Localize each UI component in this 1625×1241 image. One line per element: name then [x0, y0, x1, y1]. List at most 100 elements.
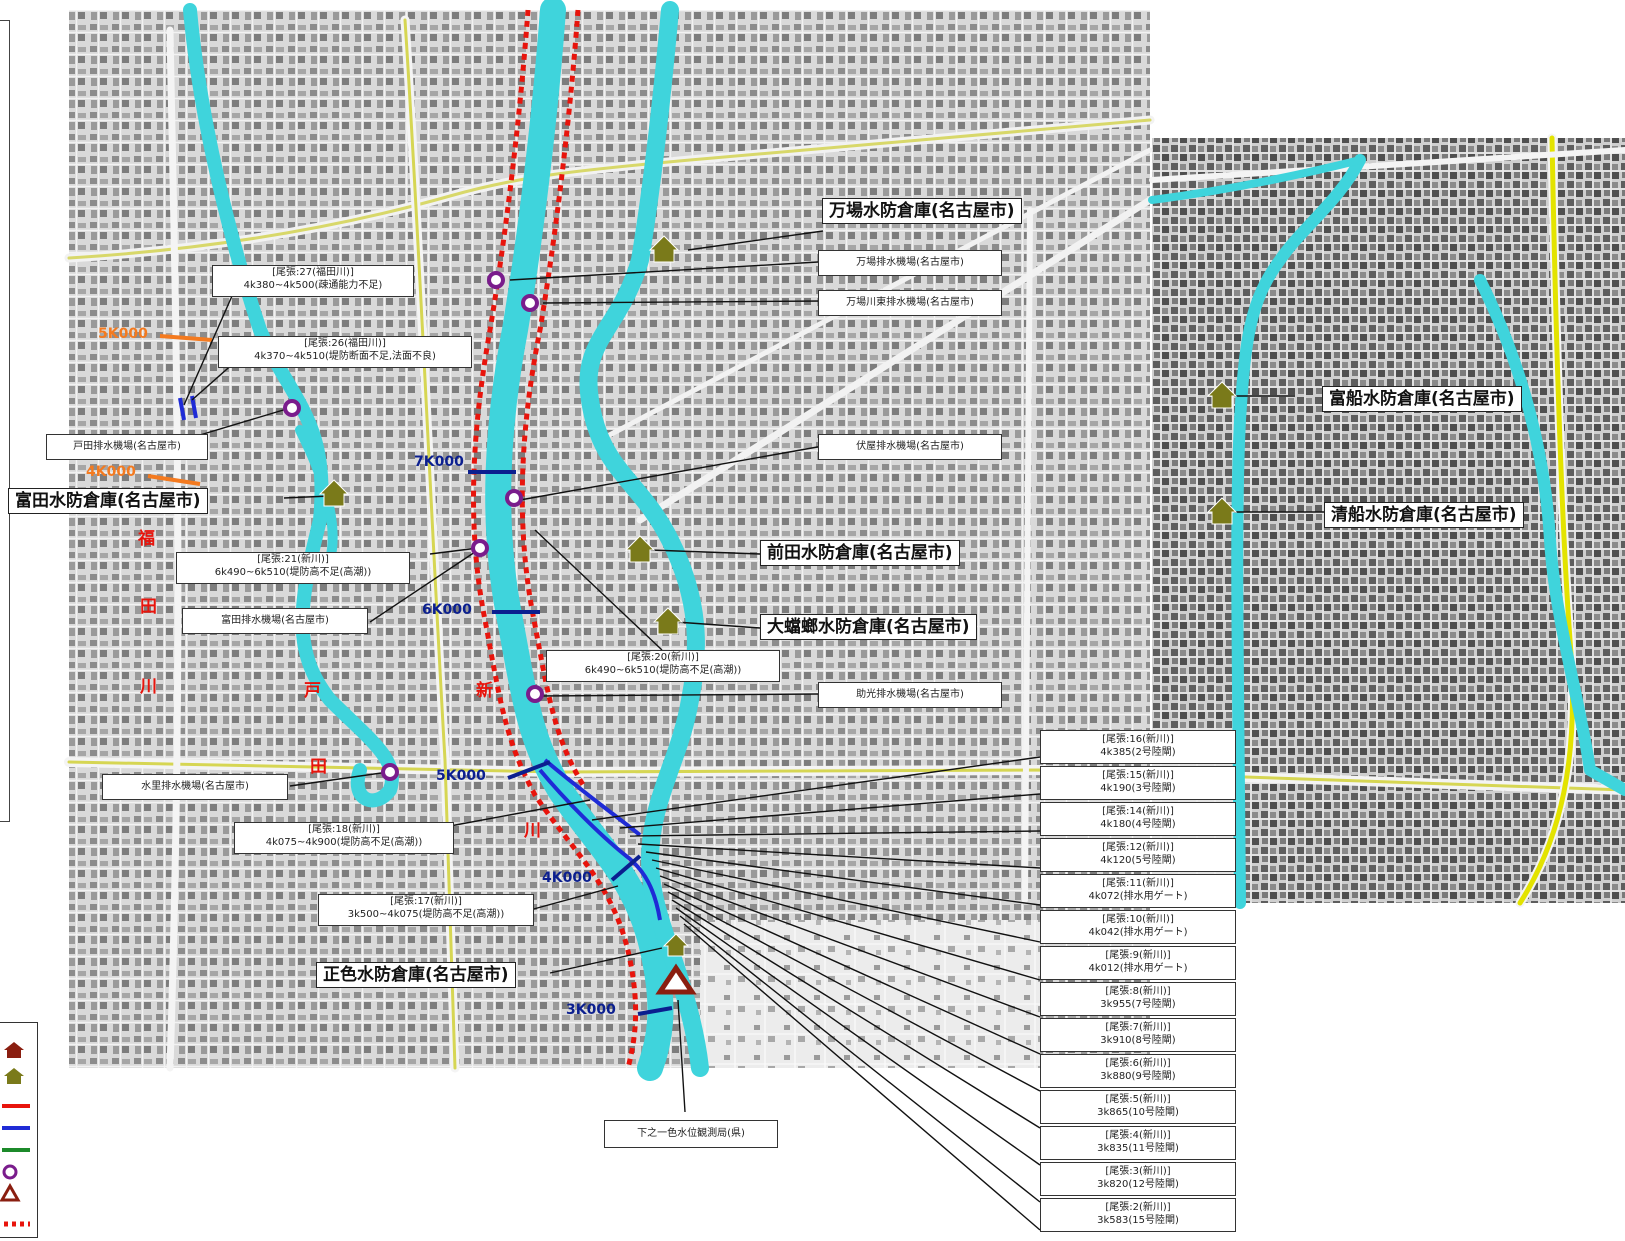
point-title: [尾張:26(福田川)]: [304, 338, 386, 349]
gate-label-4: [尾張:4(新川)] 3k835(11号陸閘): [1040, 1126, 1236, 1160]
point-title: [尾張:21(新川)]: [257, 554, 329, 565]
pump-icons: [283, 271, 544, 781]
gate-label-11: [尾張:11(新川)]4k072(排水用ゲート): [1040, 874, 1236, 908]
reach-label-fukuda-3: 川: [140, 677, 157, 697]
point-label-18: [尾張:18(新川)] 4k075~4k900(堤防高不足(高潮)): [234, 822, 454, 854]
gate-label-14: [尾張:14(新川)] 4k180(4号陸閘): [1040, 802, 1236, 836]
levee-sections: [538, 758, 662, 921]
point-title: [尾張:18(新川)]: [308, 824, 380, 835]
pump-icon: [521, 294, 539, 312]
gate-title: [尾張:7(新川)]: [1105, 1022, 1171, 1033]
gate-detail: 4k012(排水用ゲート): [1088, 963, 1188, 974]
warehouse-label-shoushiki: 正色水防倉庫(名古屋市): [316, 962, 516, 988]
warehouse-label-okaniya: 大蟷螂水防倉庫(名古屋市): [760, 614, 977, 640]
warehouse-label-maeda: 前田水防倉庫(名古屋市): [760, 540, 960, 566]
pump-label-tomita: 富田排水機場(名古屋市): [182, 608, 368, 634]
reach-label-toda-2: 田: [310, 757, 327, 777]
km-marker-3k000: 3K000: [566, 1002, 616, 1018]
point-detail: 6k490~6k510(堤防高不足(高潮)): [214, 567, 372, 578]
km-marker-6k000: 6K000: [422, 602, 472, 618]
pump-icon: [283, 399, 301, 417]
gate-title: [尾張:4(新川)]: [1105, 1130, 1171, 1141]
gate-detail: 3k583(15号陸閘): [1097, 1215, 1179, 1226]
point-detail: 3k500~4k075(堤防高不足(高潮)): [347, 909, 505, 920]
point-detail: 4k380~4k500(疎通能力不足): [243, 280, 383, 291]
gate-title: [尾張:3(新川)]: [1105, 1166, 1171, 1177]
gate-detail: 3k835(11号陸閘): [1097, 1143, 1179, 1154]
km-ticks: [147, 334, 673, 1016]
gate-title: [尾張:15(新川)]: [1102, 770, 1174, 781]
point-label-27: [尾張:27(福田川)] 4k380~4k500(疎通能力不足): [212, 265, 414, 297]
pump-label-fushiya: 伏屋排水機場(名古屋市): [818, 434, 1002, 460]
gate-label-16: [尾張:16(新川)]4k385(2号陸閘): [1040, 730, 1236, 764]
warehouse-icon: [648, 235, 680, 263]
gate-label-9: [尾張:9(新川)]4k012(排水用ゲート): [1040, 946, 1236, 980]
legend-swatches: [0, 1042, 30, 1227]
warehouse-label-tomifune: 富船水防倉庫(名古屋市): [1322, 386, 1522, 412]
gate-detail: 4k120(5号陸閘): [1100, 855, 1176, 866]
nakagawa-canal: [1231, 154, 1366, 909]
warehouse-icon: [624, 535, 656, 563]
pump-label-toda: 戸田排水機場(名古屋市): [46, 434, 208, 460]
gate-label-5: [尾張:5(新川)] 3k865(10号陸閘): [1040, 1090, 1236, 1124]
gate-title: [尾張:8(新川)]: [1105, 986, 1171, 997]
point-label-21: [尾張:21(新川)] 6k490~6k510(堤防高不足(高潮)): [176, 552, 410, 584]
toda-river: [183, 3, 399, 808]
reach-label-shin-2: 川: [524, 821, 541, 841]
gate-label-7: [尾張:7(新川)]3k910(8号陸閘): [1040, 1018, 1236, 1052]
rivers: [183, 0, 1625, 1081]
gate-detail: 3k955(7号陸閘): [1100, 999, 1176, 1010]
gate-detail: 4k180(4号陸閘): [1100, 819, 1176, 830]
pump-label-manba-east: 万場川東排水機場(名古屋市): [818, 290, 1002, 316]
point-label-26: [尾張:26(福田川)] 4k370~4k510(堤防断面不足,法面不良): [218, 336, 472, 368]
gauge-icon: [655, 963, 697, 995]
gate-detail: 3k865(10号陸閘): [1097, 1107, 1179, 1118]
gate-label-2: [尾張:2(新川)] 3k583(15号陸閘): [1040, 1198, 1236, 1232]
point-label-20: [尾張:20(新川)] 6k490~6k510(堤防高不足(高潮)): [546, 650, 780, 682]
gate-detail: 4k385(2号陸閘): [1100, 747, 1176, 758]
warehouse-label-kiyofune: 清船水防倉庫(名古屋市): [1324, 502, 1524, 528]
gate-title: [尾張:2(新川)]: [1105, 1202, 1171, 1213]
gate-detail: 3k820(12号陸閘): [1097, 1179, 1179, 1190]
warehouse-icon: [1206, 497, 1238, 525]
km-marker-5k000: 5K000: [436, 768, 486, 784]
point-detail: 6k490~6k510(堤防高不足(高潮)): [584, 665, 742, 676]
reach-label-fukuda-2: 田: [140, 597, 157, 617]
gate-title: [尾張:12(新川)]: [1102, 842, 1174, 853]
warehouse-label-tomita: 富田水防倉庫(名古屋市): [8, 488, 208, 514]
gate-detail: 4k042(排水用ゲート): [1088, 927, 1188, 938]
reach-label-fukuda-1: 福: [138, 529, 155, 549]
point-title: [尾張:20(新川)]: [627, 652, 699, 663]
km-marker-5k000-orange: 5K000: [98, 326, 148, 342]
pump-icon: [505, 489, 523, 507]
gauge-label: 下之一色水位観測局(県): [604, 1120, 778, 1148]
shonai-river: [579, 1, 709, 1077]
pump-icon: [381, 763, 399, 781]
km-marker-4k000-orange: 4K000: [86, 464, 136, 480]
km-marker-4k000: 4K000: [542, 870, 592, 886]
warehouse-icon: [1206, 381, 1238, 409]
pump-label-sukemitsu: 助光排水機場(名古屋市): [818, 682, 1002, 708]
warehouse-icons: [318, 235, 1238, 957]
east-channel: [1474, 274, 1625, 796]
legend-panel-bottom: [0, 1022, 38, 1238]
warehouse-icon: [662, 933, 690, 957]
warehouse-icon: [652, 607, 684, 635]
point-title: [尾張:27(福田川)]: [272, 267, 354, 278]
reach-label-toda-1: 戸: [304, 681, 321, 701]
gate-label-8: [尾張:8(新川)] 3k955(7号陸閘): [1040, 982, 1236, 1016]
gate-detail: 4k072(排水用ゲート): [1088, 891, 1188, 902]
gate-title: [尾張:5(新川)]: [1105, 1094, 1171, 1105]
gate-detail: 4k190(3号陸閘): [1100, 783, 1176, 794]
pump-label-manba: 万場排水機場(名古屋市): [818, 250, 1002, 276]
pump-icon: [526, 685, 544, 703]
gate-title: [尾張:10(新川)]: [1102, 914, 1174, 925]
leader-lines: [183, 230, 1328, 1231]
map-sheet-main: [69, 10, 1150, 1068]
gate-label-10: [尾張:10(新川)] 4k042(排水用ゲート): [1040, 910, 1236, 944]
km-marker-7k000: 7K000: [414, 454, 464, 470]
gate-title: [尾張:14(新川)]: [1102, 806, 1174, 817]
gate-label-3: [尾張:3(新川)] 3k820(12号陸閘): [1040, 1162, 1236, 1196]
point-label-17: [尾張:17(新川)] 3k500~4k075(堤防高不足(高潮)): [318, 894, 534, 926]
